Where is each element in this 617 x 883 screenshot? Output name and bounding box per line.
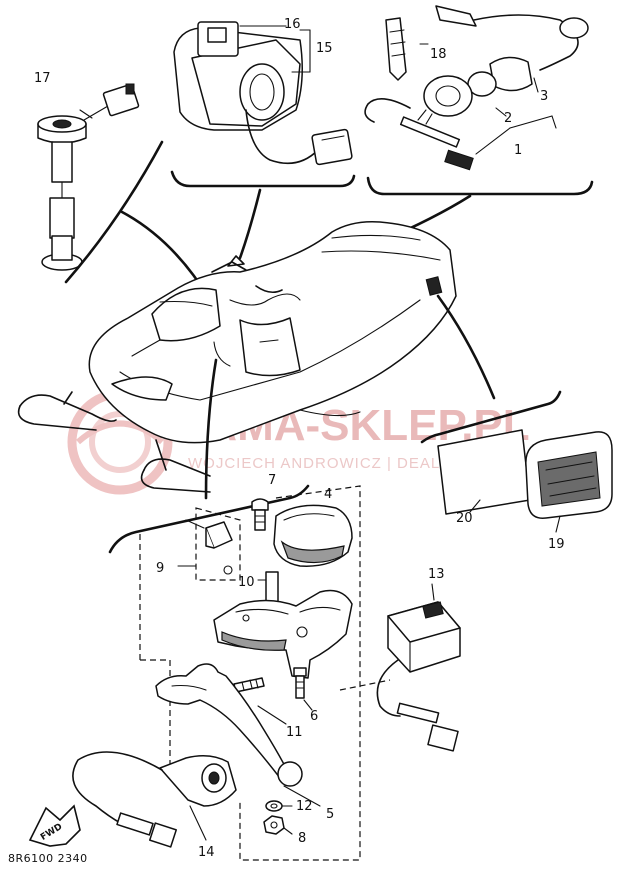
part-12-washer xyxy=(265,800,293,812)
part-1-2-3-18-main-switch xyxy=(364,5,589,171)
part-4-cover xyxy=(273,504,353,567)
forward-arrow-icon: FWD xyxy=(28,804,81,847)
bracket-top-right xyxy=(366,176,594,196)
leader-top-center xyxy=(238,188,262,260)
callout-2: 2 xyxy=(504,111,512,126)
callout-1: 1 xyxy=(514,143,522,158)
throttle-lever xyxy=(155,663,321,807)
callout-11: 11 xyxy=(286,725,303,740)
snowmobile-body xyxy=(17,220,457,493)
part-19-20-reflector xyxy=(420,390,613,533)
bracket-19-20 xyxy=(420,390,562,444)
callout-20: 20 xyxy=(456,511,473,526)
part-17-plug-assembly xyxy=(37,83,140,271)
callout-15: 15 xyxy=(316,41,333,56)
callout-10: 10 xyxy=(238,575,255,590)
callout-19: 19 xyxy=(548,537,565,552)
callout-9: 9 xyxy=(156,561,164,576)
part-14-throttle-switch xyxy=(72,751,237,848)
callout-3: 3 xyxy=(540,89,548,104)
callouts: 1 2 3 4 5 6 7 8 9 10 11 12 13 14 15 16 1… xyxy=(34,17,565,860)
leader-19-20 xyxy=(436,294,496,400)
part-7-screw xyxy=(251,498,269,531)
part-4-housing xyxy=(213,589,353,679)
part-15-16-relay-bracket xyxy=(173,21,353,166)
callout-8: 8 xyxy=(298,831,306,846)
part-8-nut xyxy=(263,815,293,835)
callout-4: 4 xyxy=(324,487,332,502)
callout-13: 13 xyxy=(428,567,445,582)
callout-12: 12 xyxy=(296,799,313,814)
leader-4-group xyxy=(204,358,218,500)
callout-5: 5 xyxy=(326,807,334,822)
dash-frame-left xyxy=(139,534,170,661)
callout-18: 18 xyxy=(430,47,447,62)
callout-6: 6 xyxy=(310,709,318,724)
part-13-control-unit xyxy=(339,583,461,752)
part-10-spacer xyxy=(257,571,279,603)
drawing-code: 8R6100 2340 xyxy=(8,852,88,865)
bracket-top-center xyxy=(170,170,356,188)
leader-17 xyxy=(64,140,164,284)
part-9-switch-block xyxy=(177,519,233,575)
callout-14: 14 xyxy=(198,845,215,860)
callout-16: 16 xyxy=(284,17,301,32)
dash-frame-9 xyxy=(195,507,241,581)
bracket-lower-group xyxy=(108,484,310,554)
callout-17: 17 xyxy=(34,71,51,86)
part-6-bolt xyxy=(293,667,313,711)
callout-7: 7 xyxy=(268,473,276,488)
